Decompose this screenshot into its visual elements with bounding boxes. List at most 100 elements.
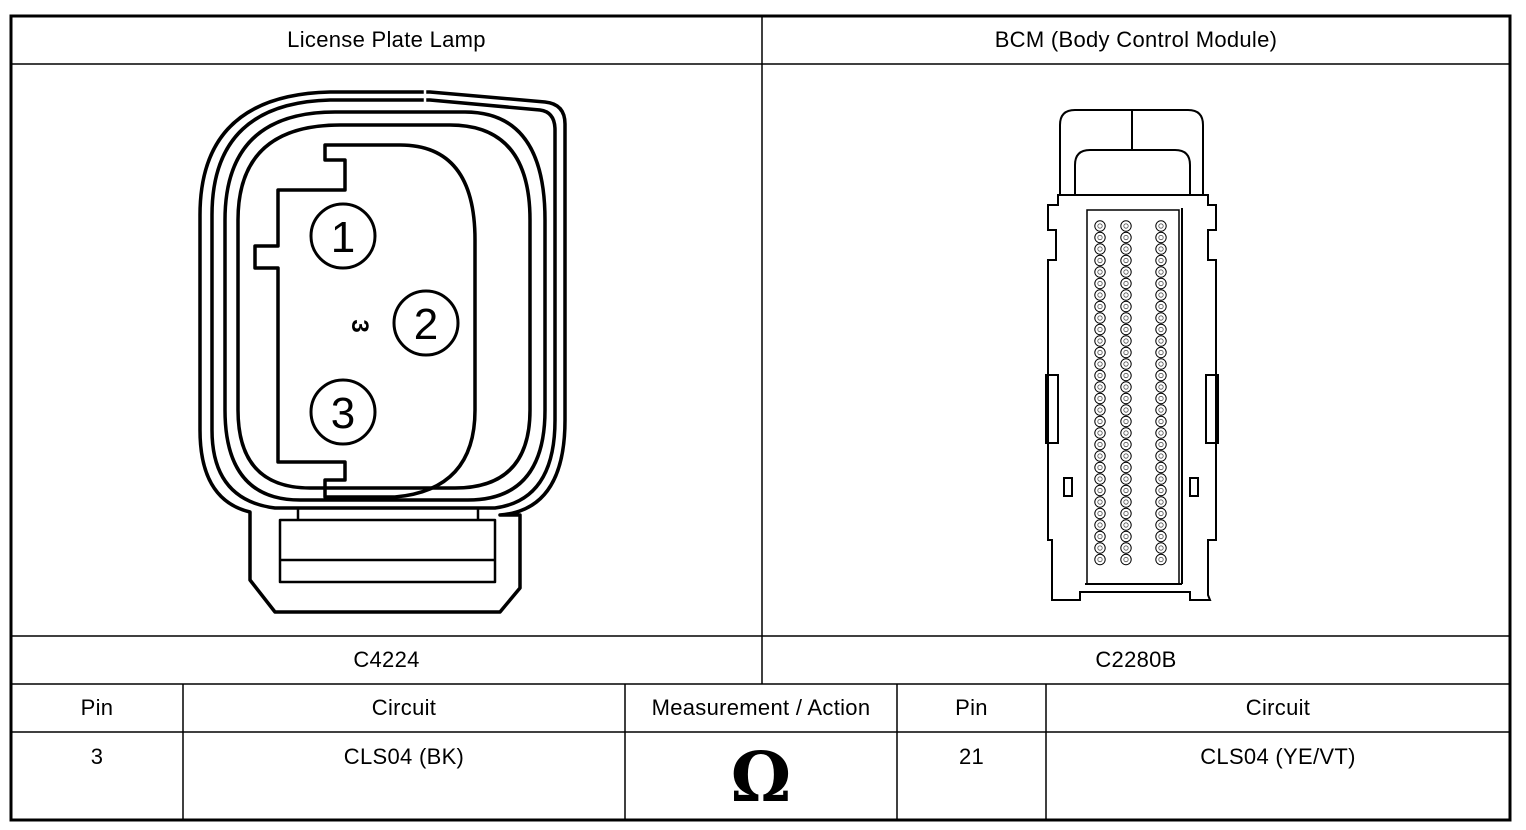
- bcm-pin-contact: [1123, 476, 1129, 482]
- bcm-pin-contact: [1158, 315, 1164, 321]
- bcm-pin-contact: [1158, 269, 1164, 275]
- bcm-pin-cavity: [1120, 300, 1132, 313]
- bcm-pin-contact: [1158, 257, 1164, 264]
- bcm-pin-contact: [1123, 303, 1129, 310]
- bcm-pin-contact: [1158, 545, 1164, 551]
- bcm-pin-cavity: [1155, 461, 1167, 474]
- bcm-pin-contact: [1097, 234, 1103, 241]
- row-pin-right: 21: [958, 744, 985, 769]
- bcm-pin-contact: [1158, 395, 1164, 402]
- bcm-pin-cavity: [1120, 254, 1132, 267]
- bcm-pin-cavity: [1155, 553, 1167, 566]
- bcm-pin-cavity: [1120, 450, 1132, 462]
- bcm-pin-cavity: [1094, 277, 1106, 290]
- bcm-pin-contact: [1123, 280, 1129, 287]
- header-pin-left: Pin: [80, 695, 114, 720]
- bcm-pin-contact: [1123, 545, 1129, 551]
- bcm-pin-contact: [1097, 315, 1103, 321]
- bcm-pin-cavity: [1155, 289, 1167, 301]
- bcm-pin-contact: [1123, 326, 1129, 333]
- bcm-pin-cavity: [1155, 358, 1167, 370]
- bcm-pin-contact: [1097, 280, 1103, 287]
- bcm-pin-cavity: [1120, 266, 1132, 278]
- left-connector-id: C4224: [353, 647, 420, 672]
- right-connector-id: C2280B: [1095, 647, 1177, 672]
- bcm-pin-contact: [1158, 384, 1164, 390]
- left-connector-title: License Plate Lamp: [287, 27, 486, 52]
- bcm-pin-cavity: [1120, 358, 1132, 370]
- bcm-pin-cavity: [1094, 496, 1106, 508]
- bcm-pin-contact: [1097, 303, 1103, 310]
- row-pin-left: 3: [90, 744, 104, 769]
- bcm-pin-cavity: [1155, 473, 1167, 485]
- header-circuit-left: Circuit: [371, 695, 437, 720]
- bcm-pin-contact: [1123, 246, 1129, 252]
- bcm-pin-contact: [1158, 453, 1164, 459]
- bcm-pin-contact: [1123, 418, 1129, 425]
- bcm-pin-contact: [1123, 338, 1129, 344]
- pin-marker: 3: [346, 319, 373, 332]
- bcm-pin-cavity: [1120, 542, 1132, 554]
- bcm-pin-cavity: [1155, 450, 1167, 462]
- bcm-pin-contact: [1123, 257, 1129, 264]
- bcm-pin-cavity: [1155, 542, 1167, 554]
- svg-text:3: 3: [331, 389, 355, 438]
- bcm-pin-cavity: [1094, 266, 1106, 278]
- bcm-pin-cavity: [1120, 323, 1132, 336]
- bcm-pin-contact: [1097, 476, 1103, 482]
- bcm-pin-contact: [1123, 510, 1129, 517]
- bcm-pin-contact: [1097, 326, 1103, 333]
- bcm-pin-contact: [1097, 522, 1103, 528]
- bcm-pin-cavity: [1155, 220, 1167, 232]
- bcm-pin-contact: [1158, 349, 1164, 356]
- bcm-pin-cavity: [1120, 530, 1132, 543]
- bcm-pin-cavity: [1120, 461, 1132, 474]
- bcm-pin-cavity: [1094, 231, 1106, 244]
- bcm-pin-cavity: [1094, 358, 1106, 370]
- bcm-pin-cavity: [1120, 335, 1132, 347]
- bcm-pin-contact: [1158, 430, 1164, 436]
- bcm-pin-contact: [1158, 407, 1164, 413]
- bcm-pin-cavity: [1094, 427, 1106, 439]
- bcm-pin-cavity: [1120, 243, 1132, 255]
- bcm-pin-contact: [1123, 407, 1129, 413]
- bcm-pin-cavity: [1120, 438, 1132, 451]
- bcm-pin-cavity: [1120, 496, 1132, 508]
- bcm-pin-contact: [1158, 338, 1164, 344]
- bcm-pin-cavity: [1094, 553, 1106, 566]
- bcm-pin-cavity: [1094, 381, 1106, 393]
- bcm-pin-cavity: [1155, 346, 1167, 359]
- bcm-pin-contact: [1097, 349, 1103, 356]
- bcm-pin-cavity: [1094, 519, 1106, 531]
- bcm-pin-cavity: [1094, 369, 1106, 382]
- bcm-pin-contact: [1158, 533, 1164, 540]
- bcm-pin-contact: [1097, 269, 1103, 275]
- bcm-pin-contact: [1097, 395, 1103, 402]
- bcm-pin-contact: [1123, 349, 1129, 356]
- bcm-pin-contact: [1097, 545, 1103, 551]
- bcm-pin-cavity: [1094, 300, 1106, 313]
- bcm-pin-cavity: [1120, 404, 1132, 416]
- bcm-pin-contact: [1158, 487, 1164, 494]
- bcm-pin-cavity: [1094, 254, 1106, 267]
- bcm-pin-cavity: [1155, 369, 1167, 382]
- bcm-pin-cavity: [1094, 335, 1106, 347]
- bcm-pin-cavity: [1094, 415, 1106, 428]
- bcm-pin-cavity: [1155, 392, 1167, 405]
- bcm-pin-contact: [1158, 441, 1164, 448]
- pin-3: 3: [309, 378, 377, 446]
- bcm-pin-cavity: [1155, 496, 1167, 508]
- bcm-pin-cavity: [1094, 220, 1106, 232]
- bcm-pin-cavity: [1155, 427, 1167, 439]
- bcm-pin-cavity: [1155, 243, 1167, 255]
- bcm-pin-contact: [1123, 464, 1129, 471]
- bcm-pin-contact: [1123, 453, 1129, 459]
- bcm-pin-contact: [1123, 223, 1129, 229]
- bcm-pin-cavity: [1155, 277, 1167, 290]
- bcm-pin-contact: [1097, 384, 1103, 390]
- bcm-pin-cavity: [1120, 312, 1132, 324]
- bcm-pin-contact: [1123, 430, 1129, 436]
- bcm-pin-cavity: [1120, 220, 1132, 232]
- bcm-pin-cavity: [1155, 404, 1167, 416]
